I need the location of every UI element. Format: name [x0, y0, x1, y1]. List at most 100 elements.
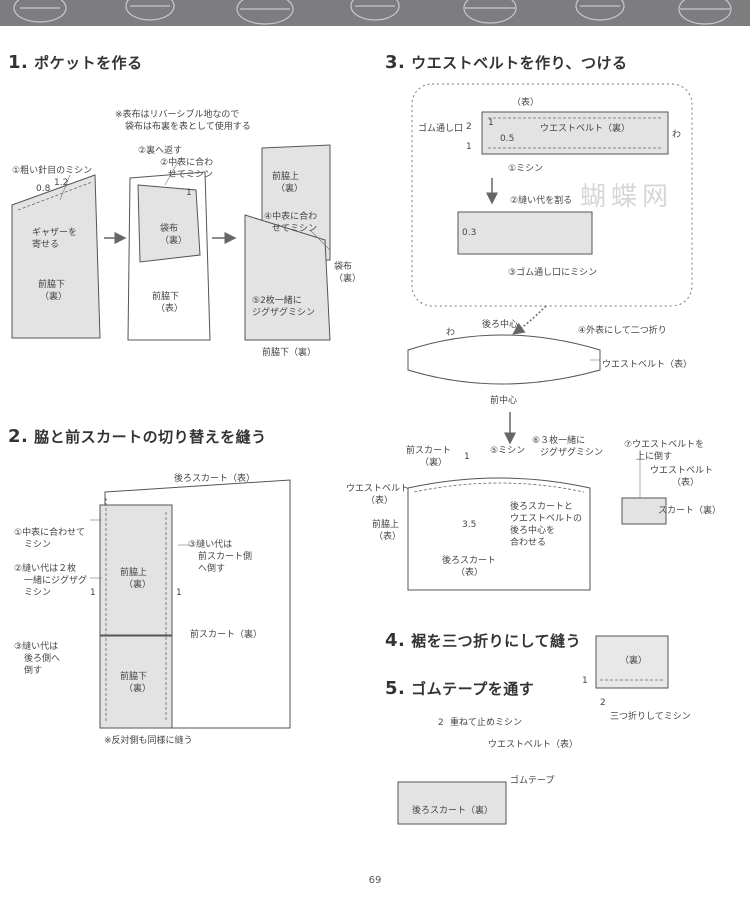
s3-belt-a: ウエストベルト — [650, 466, 714, 476]
s5-overlap: 重ねて止めミシン — [450, 718, 523, 728]
s2-r3a: ③縫い代は — [188, 540, 233, 550]
s3-mae-skirt: 前スカート — [406, 446, 452, 456]
s2-mae: 前スカート（裏） — [190, 630, 263, 640]
s2-r3b: 前スカート側 — [198, 552, 253, 562]
s1-step4a: ④中表に合わ — [264, 212, 318, 222]
pocket-step1-panel — [11, 174, 101, 339]
s4-ura: （裏） — [620, 656, 648, 666]
s1-note-line2: 袋布は布裏を表として使用する — [125, 122, 251, 132]
s3-s7b: 上に倒す — [636, 452, 673, 462]
s3-mae-skirt-ura: （裏） — [420, 458, 448, 468]
s1-dim-08: 0.8 — [36, 184, 51, 194]
s1-omote: （表） — [156, 304, 184, 314]
s1-ura: （裏） — [40, 292, 68, 302]
s3-omote: （表） — [512, 98, 540, 108]
s1-step4b: せてミシン — [272, 224, 318, 234]
s4-caption: 三つ折りしてミシン — [610, 712, 691, 722]
s3-gomu: ゴム通し口 — [418, 124, 464, 134]
s4-d1: 1 — [582, 676, 588, 686]
s2-c1b: ミシン — [24, 540, 52, 550]
s3-belt-left: ウエストベルト — [346, 484, 410, 494]
section-3-title: 3. ウエストベルトを作り、つける — [385, 52, 628, 73]
s3-d03: 0.3 — [462, 228, 477, 238]
belt-ring — [407, 334, 601, 385]
s2-c1a: ①中表に合わせて — [14, 528, 86, 538]
s1-step5a: ⑤2枚一緒に — [252, 296, 302, 306]
s3-ushiro-skirt-omote: （表） — [456, 568, 484, 578]
s1-gather2: 寄せる — [32, 240, 60, 250]
s1-step2: ②裏へ返す — [138, 146, 183, 156]
s2-waki-shita-ura: （裏） — [124, 684, 152, 694]
s2-c3a: ③縫い代は — [14, 642, 59, 652]
s5-tape: ゴムテープ — [510, 776, 555, 786]
s2-waki-shita: 前脇下 — [120, 672, 148, 682]
s3-step4: ④外表にして二つ折り — [578, 326, 667, 336]
s2-r3c: へ倒す — [198, 564, 226, 574]
s2-ushiro: 後ろスカート（表） — [174, 474, 256, 484]
s2-dim-1-right: 1 — [176, 588, 182, 598]
s3-waki-ue: 前脇上 — [372, 520, 400, 530]
s2-c3c: 倒す — [24, 666, 43, 676]
s3-belt-left-omote: （表） — [366, 496, 394, 506]
section-2-title: 2. 脇と前スカートの切り替えを縫う — [8, 426, 267, 447]
s1-fukuro-ura: （裏） — [160, 236, 188, 246]
s3-ushiro-skirt: 後ろスカート — [442, 556, 497, 566]
s1-step5b: ジグザグミシン — [252, 308, 316, 318]
s3-d1-side: 1 — [466, 142, 472, 152]
s5-d2: 2 — [438, 718, 444, 728]
s2-c3b: 後ろ側へ — [24, 654, 61, 664]
page-number: 69 — [368, 875, 382, 886]
s2-c2b: 一緒にジグザグ — [24, 576, 88, 586]
s3-ushiro-center: 後ろ中心 — [482, 320, 519, 330]
s2-c2c: ミシン — [24, 588, 52, 598]
watermark: 蝴蝶网 — [580, 182, 674, 212]
s3-d05: 0.5 — [500, 134, 515, 144]
s3-wa-1: わ — [672, 130, 682, 140]
s3-d35: 3.5 — [462, 520, 477, 530]
s3-waki-ue-omote: （表） — [374, 532, 402, 542]
section-4-title: 4. 裾を三つ折りにして縫う — [385, 630, 582, 651]
s1-dim-12: 1.2 — [54, 178, 69, 188]
s3-belt-omote: ウエストベルト（表） — [602, 360, 693, 370]
side-lower-panel — [99, 635, 173, 729]
s2-c2a: ②縫い代は２枚 — [14, 564, 77, 574]
s1-step3a: ②中表に合わ — [160, 158, 214, 168]
banner-pattern-icon — [13, 0, 732, 25]
belt-strip — [481, 111, 669, 155]
s3-wa-2: わ — [446, 328, 456, 338]
s3-d1-b: 1 — [464, 452, 470, 462]
hem-panel — [595, 635, 669, 689]
s1-fukuro-right-ura: （裏） — [334, 274, 362, 284]
s3-d1-top: 1 — [488, 118, 494, 128]
s1-mae-waki-2: 前脇下 — [152, 292, 180, 302]
s1-waki-ue: 前脇上 — [272, 172, 300, 182]
belt-folded-detail — [621, 497, 667, 525]
s1-gather1: ギャザーを — [32, 228, 78, 238]
s3-match3: 後ろ中心を — [510, 526, 556, 536]
s3-match2: ウエストベルトの — [510, 514, 583, 524]
pocket-step3-bottom — [244, 214, 331, 341]
s5-belt: ウエストベルト（表） — [488, 740, 579, 750]
s1-note-line1: ※表布はリバーシブル地なので — [115, 110, 240, 120]
pocket-step2-bag — [137, 184, 201, 263]
section-1-title: 1. ポケットを作る — [8, 52, 143, 73]
s3-s6a: ⑥３枚一緒に — [532, 436, 586, 446]
s1-fukuro-right: 袋布 — [334, 262, 353, 272]
elastic-panel — [397, 781, 507, 825]
s3-s6b: ジグザグミシン — [540, 448, 604, 458]
s3-belt-ura: ウエストベルト（裏） — [540, 124, 631, 134]
s1-fukuro: 袋布 — [160, 224, 179, 234]
s3-step1: ①ミシン — [508, 164, 544, 174]
s3-step2: ②縫い代を割る — [510, 196, 573, 206]
s3-match1: 後ろスカートと — [510, 502, 574, 512]
s5-skirt: 後ろスカート（裏） — [412, 806, 494, 816]
s3-s5: ⑤ミシン — [490, 446, 526, 456]
section-3-frame — [411, 83, 693, 307]
skirt-with-belt — [407, 477, 591, 591]
s4-d2: 2 — [600, 698, 606, 708]
s2-note: ※反対側も同様に縫う — [104, 736, 193, 746]
s3-mae-center: 前中心 — [490, 396, 518, 406]
s3-belt-b: （表） — [672, 478, 700, 488]
decorative-banner — [0, 0, 750, 26]
